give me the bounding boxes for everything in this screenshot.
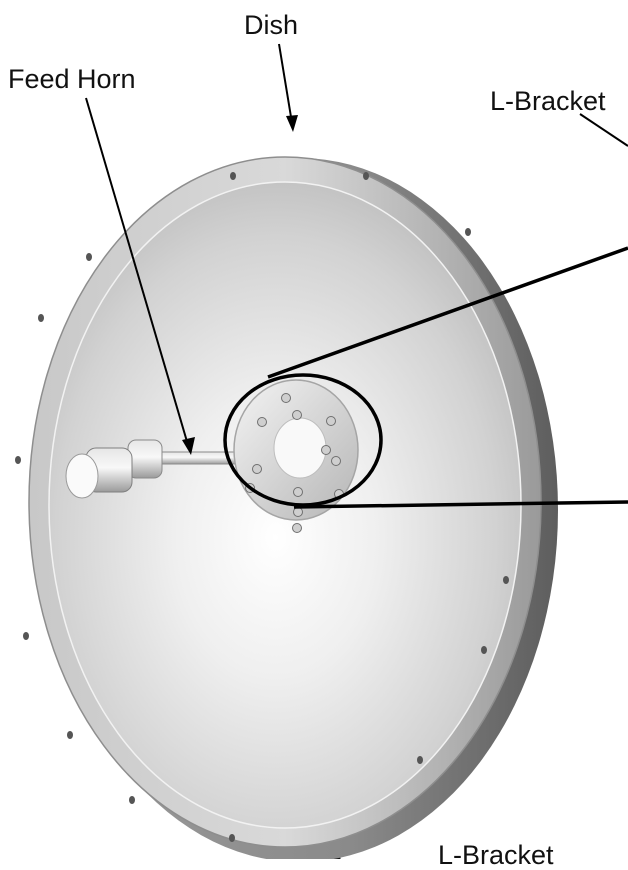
callout-line-bottom (293, 500, 628, 509)
rim-holes (15, 172, 509, 842)
hub-inner (273, 417, 327, 479)
feed-horn-cap (65, 453, 99, 499)
label-feed-horn: Feed Horn (8, 64, 136, 94)
callout-line-top (267, 246, 628, 379)
label-l-bracket-bottom: L-Bracket (438, 840, 554, 870)
leader-l-bracket-top (579, 113, 628, 147)
leader-dish (278, 43, 298, 132)
feed-horn-collar (127, 439, 163, 479)
callout-circle (223, 373, 383, 507)
label-l-bracket-top: L-Bracket (490, 86, 606, 116)
leader-feed-horn (85, 97, 195, 455)
hub-bolts (245, 393, 344, 533)
label-dish: Dish (244, 10, 299, 40)
